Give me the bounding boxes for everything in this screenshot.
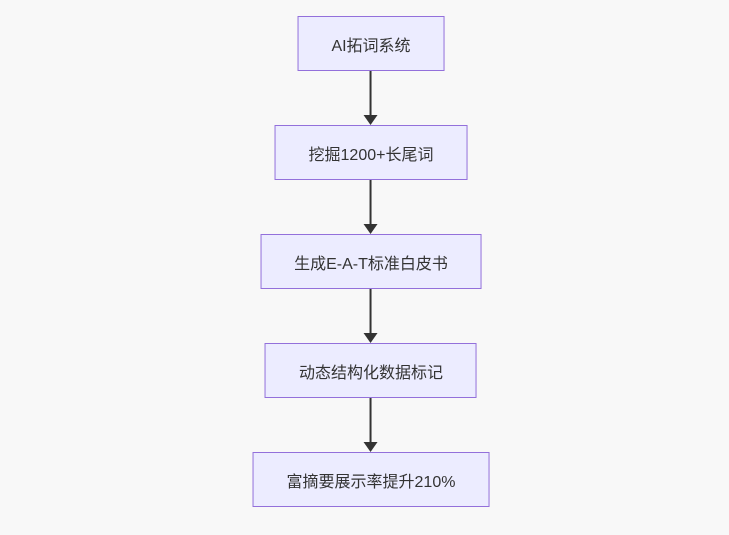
arrowhead-down-icon bbox=[364, 224, 378, 234]
arrowhead-down-icon bbox=[364, 115, 378, 125]
flow-node-label: 动态结构化数据标记 bbox=[298, 364, 443, 382]
flow-node-ai-topic-system: AI拓词系统 bbox=[297, 16, 445, 71]
flow-arrow-3 bbox=[364, 289, 378, 343]
flow-arrow-4 bbox=[364, 398, 378, 452]
flow-node-label: 富摘要展示率提升210% bbox=[286, 473, 456, 491]
arrow-line bbox=[370, 289, 372, 334]
flow-node-rich-snippet-result: 富摘要展示率提升210% bbox=[252, 452, 490, 507]
arrow-line bbox=[370, 71, 372, 116]
flow-node-longtail-keywords: 挖掘1200+长尾词 bbox=[274, 125, 468, 180]
flowchart: AI拓词系统 挖掘1200+长尾词 生成E-A-T标准白皮书 动态结构化数据标记… bbox=[252, 16, 490, 507]
flow-node-label: AI拓词系统 bbox=[331, 37, 411, 55]
flow-node-eat-whitepaper: 生成E-A-T标准白皮书 bbox=[260, 234, 482, 289]
arrowhead-down-icon bbox=[364, 442, 378, 452]
flow-arrow-2 bbox=[364, 180, 378, 234]
flow-node-structured-data: 动态结构化数据标记 bbox=[264, 343, 477, 398]
arrow-line bbox=[370, 180, 372, 225]
flow-node-label: 生成E-A-T标准白皮书 bbox=[294, 255, 448, 273]
flow-arrow-1 bbox=[364, 71, 378, 125]
arrowhead-down-icon bbox=[364, 333, 378, 343]
arrow-line bbox=[370, 398, 372, 443]
flow-node-label: 挖掘1200+长尾词 bbox=[308, 146, 434, 164]
